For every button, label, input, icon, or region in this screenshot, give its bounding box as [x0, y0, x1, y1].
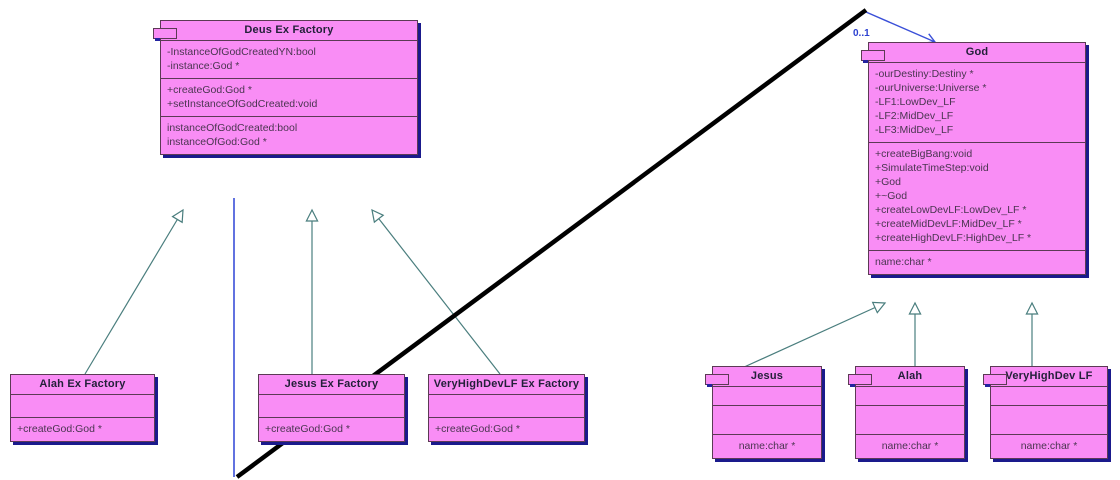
class-title: Jesus Ex Factory: [284, 378, 379, 390]
class-title: VeryHighDev LF: [1005, 370, 1093, 382]
operation-row: +createGod:God *: [167, 84, 252, 96]
extra-row: name:char *: [738, 440, 796, 452]
class-box-god[interactable]: God -ourDestiny:Destiny * -ourUniverse:U…: [861, 42, 1086, 275]
extra-row: name:char *: [881, 440, 939, 452]
class-tab-icon: [861, 50, 885, 63]
association-to-god-arrow: [865, 11, 937, 44]
operation-row: +createBigBang:void: [875, 148, 973, 160]
extra-row: name:char *: [875, 256, 932, 268]
class-operations-section: [713, 405, 821, 434]
class-box-alah-ex-factory[interactable]: Alah Ex Factory +createGod:God *: [10, 374, 155, 442]
generalization-veryhighdevlf-factory-to-deus: [371, 208, 501, 375]
class-attributes-section: [11, 394, 154, 417]
class-operations-section: +createGod:God *: [259, 417, 404, 441]
attribute-row: -InstanceOfGodCreatedYN:bool: [167, 46, 316, 58]
attribute-row: -instance:God *: [167, 60, 240, 72]
class-box-veryhighdevlf-ex-factory[interactable]: VeryHighDevLF Ex Factory +createGod:God …: [428, 374, 585, 442]
attribute-row: -ourDestiny:Destiny *: [875, 68, 974, 80]
extra-row: name:char *: [1020, 440, 1078, 452]
class-extra-section: name:char *: [713, 434, 821, 458]
attribute-row: -LF2:MidDev_LF: [875, 110, 954, 122]
operation-row: +God: [875, 176, 901, 188]
class-attributes-section: -InstanceOfGodCreatedYN:bool -instance:G…: [161, 40, 417, 78]
class-box-jesus[interactable]: Jesus name:char *: [705, 366, 822, 459]
class-box-deus-ex-factory[interactable]: Deus Ex Factory -InstanceOfGodCreatedYN:…: [153, 20, 418, 155]
class-extra-section: name:char *: [856, 434, 964, 458]
class-box-jesus-ex-factory[interactable]: Jesus Ex Factory +createGod:God *: [258, 374, 405, 442]
class-operations-section: +createBigBang:void +SimulateTimeStep:vo…: [869, 142, 1085, 250]
operation-row: +createGod:God *: [265, 423, 350, 435]
operation-row: +~God: [875, 190, 908, 202]
class-title: Alah: [897, 370, 923, 382]
class-extra-section: name:char *: [991, 434, 1107, 458]
generalization-alah-factory-to-deus: [84, 208, 184, 375]
class-title: VeryHighDevLF Ex Factory: [433, 378, 580, 390]
class-attributes-section: [713, 386, 821, 405]
class-attributes-section: [259, 394, 404, 417]
operation-row: +createGod:God *: [17, 423, 102, 435]
class-attributes-section: -ourDestiny:Destiny * -ourUniverse:Unive…: [869, 62, 1085, 142]
class-tab-icon: [705, 374, 729, 387]
class-attributes-section: [429, 394, 584, 417]
multiplicity-label-0to1: 0..1: [853, 28, 870, 39]
operation-row: +createGod:God *: [435, 423, 520, 435]
generalization-jesus-to-god: [741, 301, 887, 369]
extra-row: instanceOfGodCreated:bool: [167, 122, 298, 134]
class-attributes-section: [991, 386, 1107, 405]
class-title: Alah Ex Factory: [39, 378, 126, 390]
class-box-veryhighdev-lf[interactable]: VeryHighDev LF name:char *: [983, 366, 1108, 459]
class-title: Deus Ex Factory: [244, 24, 334, 36]
class-title: God: [965, 46, 989, 58]
class-extra-section: instanceOfGodCreated:bool instanceOfGod:…: [161, 116, 417, 154]
class-title: Jesus: [750, 370, 784, 382]
operation-row: +createLowDevLF:LowDev_LF *: [875, 204, 1027, 216]
attribute-row: -ourUniverse:Universe *: [875, 82, 987, 94]
attribute-row: -LF1:LowDev_LF: [875, 96, 956, 108]
operation-row: +createMidDevLF:MidDev_LF *: [875, 218, 1022, 230]
operation-row: +createHighDevLF:HighDev_LF *: [875, 232, 1032, 244]
attribute-row: -LF3:MidDev_LF: [875, 124, 954, 136]
extra-row: instanceOfGod:God *: [167, 136, 267, 148]
class-extra-section: name:char *: [869, 250, 1085, 274]
class-box-alah[interactable]: Alah name:char *: [848, 366, 965, 459]
class-operations-section: +createGod:God *: [429, 417, 584, 441]
class-operations-section: +createGod:God * +setInstanceOfGodCreate…: [161, 78, 417, 116]
class-operations-section: [991, 405, 1107, 434]
class-tab-icon: [153, 28, 177, 41]
class-tab-icon: [983, 374, 1007, 387]
operation-row: +SimulateTimeStep:void: [875, 162, 989, 174]
class-operations-section: [856, 405, 964, 434]
class-attributes-section: [856, 386, 964, 405]
class-tab-icon: [848, 374, 872, 387]
operation-row: +setInstanceOfGodCreated:void: [167, 98, 318, 110]
class-operations-section: +createGod:God *: [11, 417, 154, 441]
